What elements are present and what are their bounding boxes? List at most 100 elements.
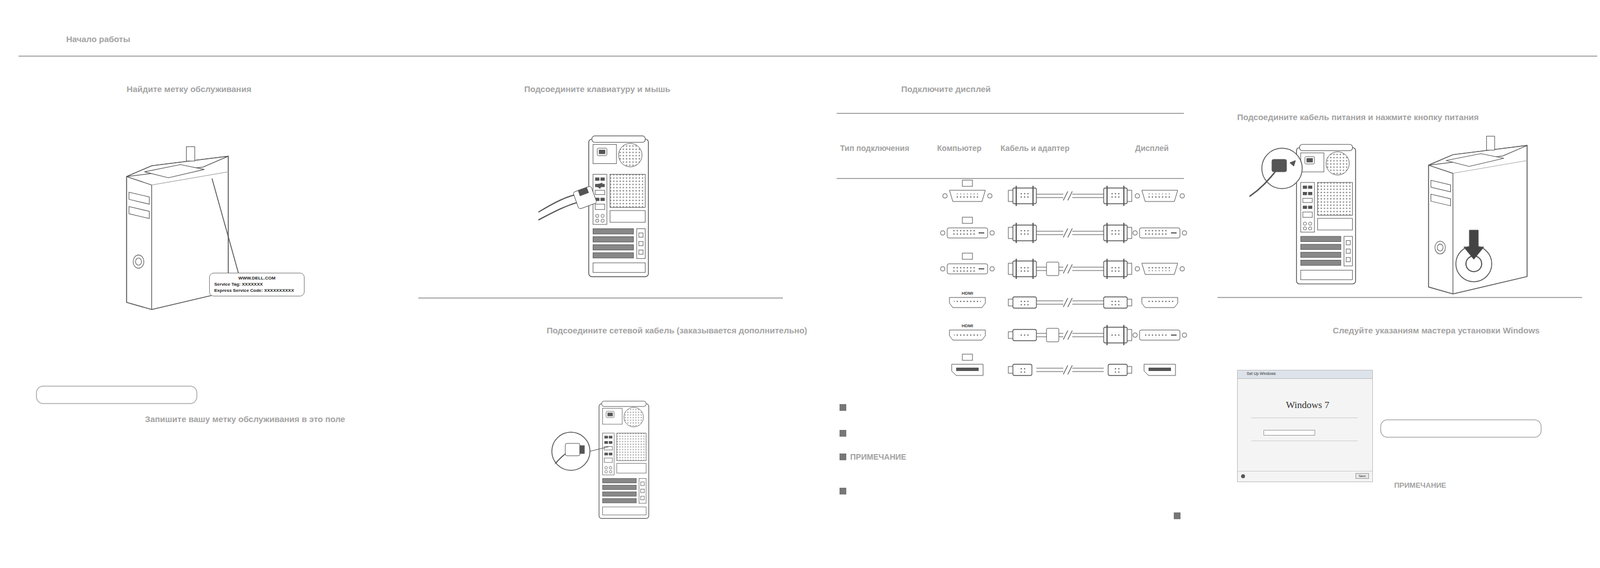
connector-stroke bbox=[1127, 298, 1132, 306]
connector-stroke bbox=[1109, 299, 1122, 306]
connector-stroke bbox=[951, 265, 976, 272]
heading-label: Тип подключения bbox=[840, 143, 910, 153]
connector-stroke bbox=[1109, 192, 1122, 199]
connector-stroke bbox=[1170, 232, 1177, 234]
connector-stroke bbox=[956, 367, 979, 371]
connector-stroke bbox=[1135, 193, 1140, 198]
connector-stroke bbox=[1123, 185, 1125, 206]
connector-stroke bbox=[1067, 264, 1073, 274]
note-label: ПРИМЕЧАНИЕ bbox=[850, 452, 907, 461]
connector-stroke bbox=[1012, 329, 1037, 341]
tag-text: WWW.DELL.COM bbox=[214, 275, 300, 282]
connector-stroke bbox=[1018, 265, 1031, 272]
connector-stroke bbox=[1113, 366, 1122, 373]
connector-stroke bbox=[1063, 228, 1068, 238]
connector-stroke bbox=[1106, 185, 1108, 206]
connector-stroke bbox=[1063, 297, 1068, 307]
connector-stroke bbox=[962, 180, 973, 187]
connector-stroke bbox=[1063, 264, 1068, 274]
connector-stroke bbox=[947, 227, 988, 238]
connector-stroke bbox=[1067, 365, 1073, 375]
connector-stroke bbox=[1148, 367, 1171, 371]
connector-stroke bbox=[989, 230, 995, 235]
power-plug bbox=[1249, 148, 1303, 197]
connector-stroke bbox=[1063, 191, 1068, 201]
connector-stroke bbox=[1123, 324, 1125, 345]
connector-stroke bbox=[942, 193, 948, 198]
connector-stroke bbox=[955, 193, 980, 198]
connector-stroke bbox=[1147, 266, 1173, 271]
connector-stroke bbox=[1063, 330, 1073, 340]
heading-label: Кабель и адаптер bbox=[1000, 143, 1070, 153]
heading-label: Дисплей bbox=[1135, 143, 1169, 153]
connector-stroke bbox=[949, 297, 986, 308]
next-button: Next bbox=[1355, 472, 1369, 479]
connector-stroke bbox=[1018, 192, 1031, 199]
connector-stroke bbox=[953, 332, 981, 336]
connector-stroke bbox=[962, 252, 973, 260]
connector-stroke bbox=[1067, 297, 1073, 307]
connector-stroke bbox=[953, 300, 981, 304]
connector-stroke bbox=[1015, 185, 1017, 206]
connector-stroke bbox=[1132, 230, 1138, 235]
connector-stroke bbox=[1182, 230, 1187, 235]
connector-stroke bbox=[1109, 332, 1122, 338]
connector-stroke bbox=[1012, 363, 1032, 376]
connector-stroke bbox=[1008, 227, 1013, 239]
heading-label: Подключите дисплей bbox=[901, 84, 991, 94]
connector-stroke bbox=[1018, 366, 1027, 373]
connector-stroke bbox=[1046, 328, 1059, 342]
heading-label: Запишите вашу метку обслуживания в это п… bbox=[145, 413, 346, 424]
connector-stroke bbox=[1018, 229, 1031, 236]
connector-stroke bbox=[1127, 329, 1132, 341]
connector-stroke bbox=[1063, 191, 1073, 201]
power-button bbox=[1455, 229, 1492, 282]
service-tag-label: WWW.DELL.COMService Tag: XXXXXXXExpress … bbox=[209, 272, 305, 297]
help-icon bbox=[1241, 473, 1246, 478]
connector-stroke bbox=[1106, 324, 1108, 345]
connector-stroke bbox=[1063, 297, 1073, 307]
connector-stroke bbox=[1063, 330, 1068, 340]
connector-stroke bbox=[1141, 297, 1178, 308]
connector-stroke bbox=[1135, 266, 1140, 271]
connector-stroke bbox=[987, 193, 993, 198]
heading-label: Подсоедините кабель питания и нажмите кн… bbox=[1237, 112, 1479, 122]
connector-stroke bbox=[949, 329, 986, 340]
connector-stroke bbox=[1179, 266, 1185, 271]
connector-stroke bbox=[1106, 258, 1108, 279]
tag-text: Express Service Code: XXXXXXXXXX bbox=[214, 287, 300, 294]
connector-stroke bbox=[951, 363, 984, 376]
connector-stroke bbox=[1146, 300, 1174, 304]
heading-label: Подсоедините клавиатуру и мышь bbox=[524, 84, 671, 94]
connector-stroke bbox=[989, 266, 995, 271]
connector-stroke bbox=[1067, 228, 1073, 238]
connector-stroke bbox=[1063, 264, 1073, 274]
page-title: Начало работы bbox=[66, 34, 131, 44]
connector-stroke bbox=[1008, 331, 1013, 339]
connector-stroke bbox=[1008, 298, 1013, 306]
connector-stroke bbox=[947, 263, 988, 274]
connector-stroke bbox=[1063, 365, 1073, 375]
connector-stroke bbox=[962, 353, 973, 361]
connector-stroke bbox=[1063, 228, 1073, 238]
connector-stroke bbox=[1141, 190, 1178, 202]
connector-stroke bbox=[1144, 363, 1176, 376]
connector-stroke bbox=[1182, 332, 1187, 338]
connector-stroke bbox=[1067, 330, 1073, 340]
connector-stroke bbox=[1106, 222, 1108, 243]
keyboard-plug bbox=[538, 182, 603, 220]
connector-stroke bbox=[1008, 366, 1013, 373]
connector-stroke bbox=[1032, 222, 1034, 243]
connector-stroke bbox=[1127, 263, 1132, 275]
heading-label: Компьютер bbox=[937, 143, 982, 153]
connector-stroke bbox=[951, 229, 976, 236]
connector-stroke bbox=[1012, 296, 1037, 308]
window-title: Set Up Windows bbox=[1246, 371, 1276, 376]
connector-stroke bbox=[1015, 258, 1017, 279]
connector-stroke bbox=[1032, 258, 1034, 279]
status-bar bbox=[1237, 470, 1373, 472]
connector-stroke bbox=[1170, 334, 1177, 336]
note-label: ПРИМЕЧАНИЕ bbox=[1394, 481, 1447, 490]
heading-label: Следуйте указаниям мастера установки Win… bbox=[1333, 325, 1540, 335]
name-field bbox=[1263, 429, 1316, 436]
